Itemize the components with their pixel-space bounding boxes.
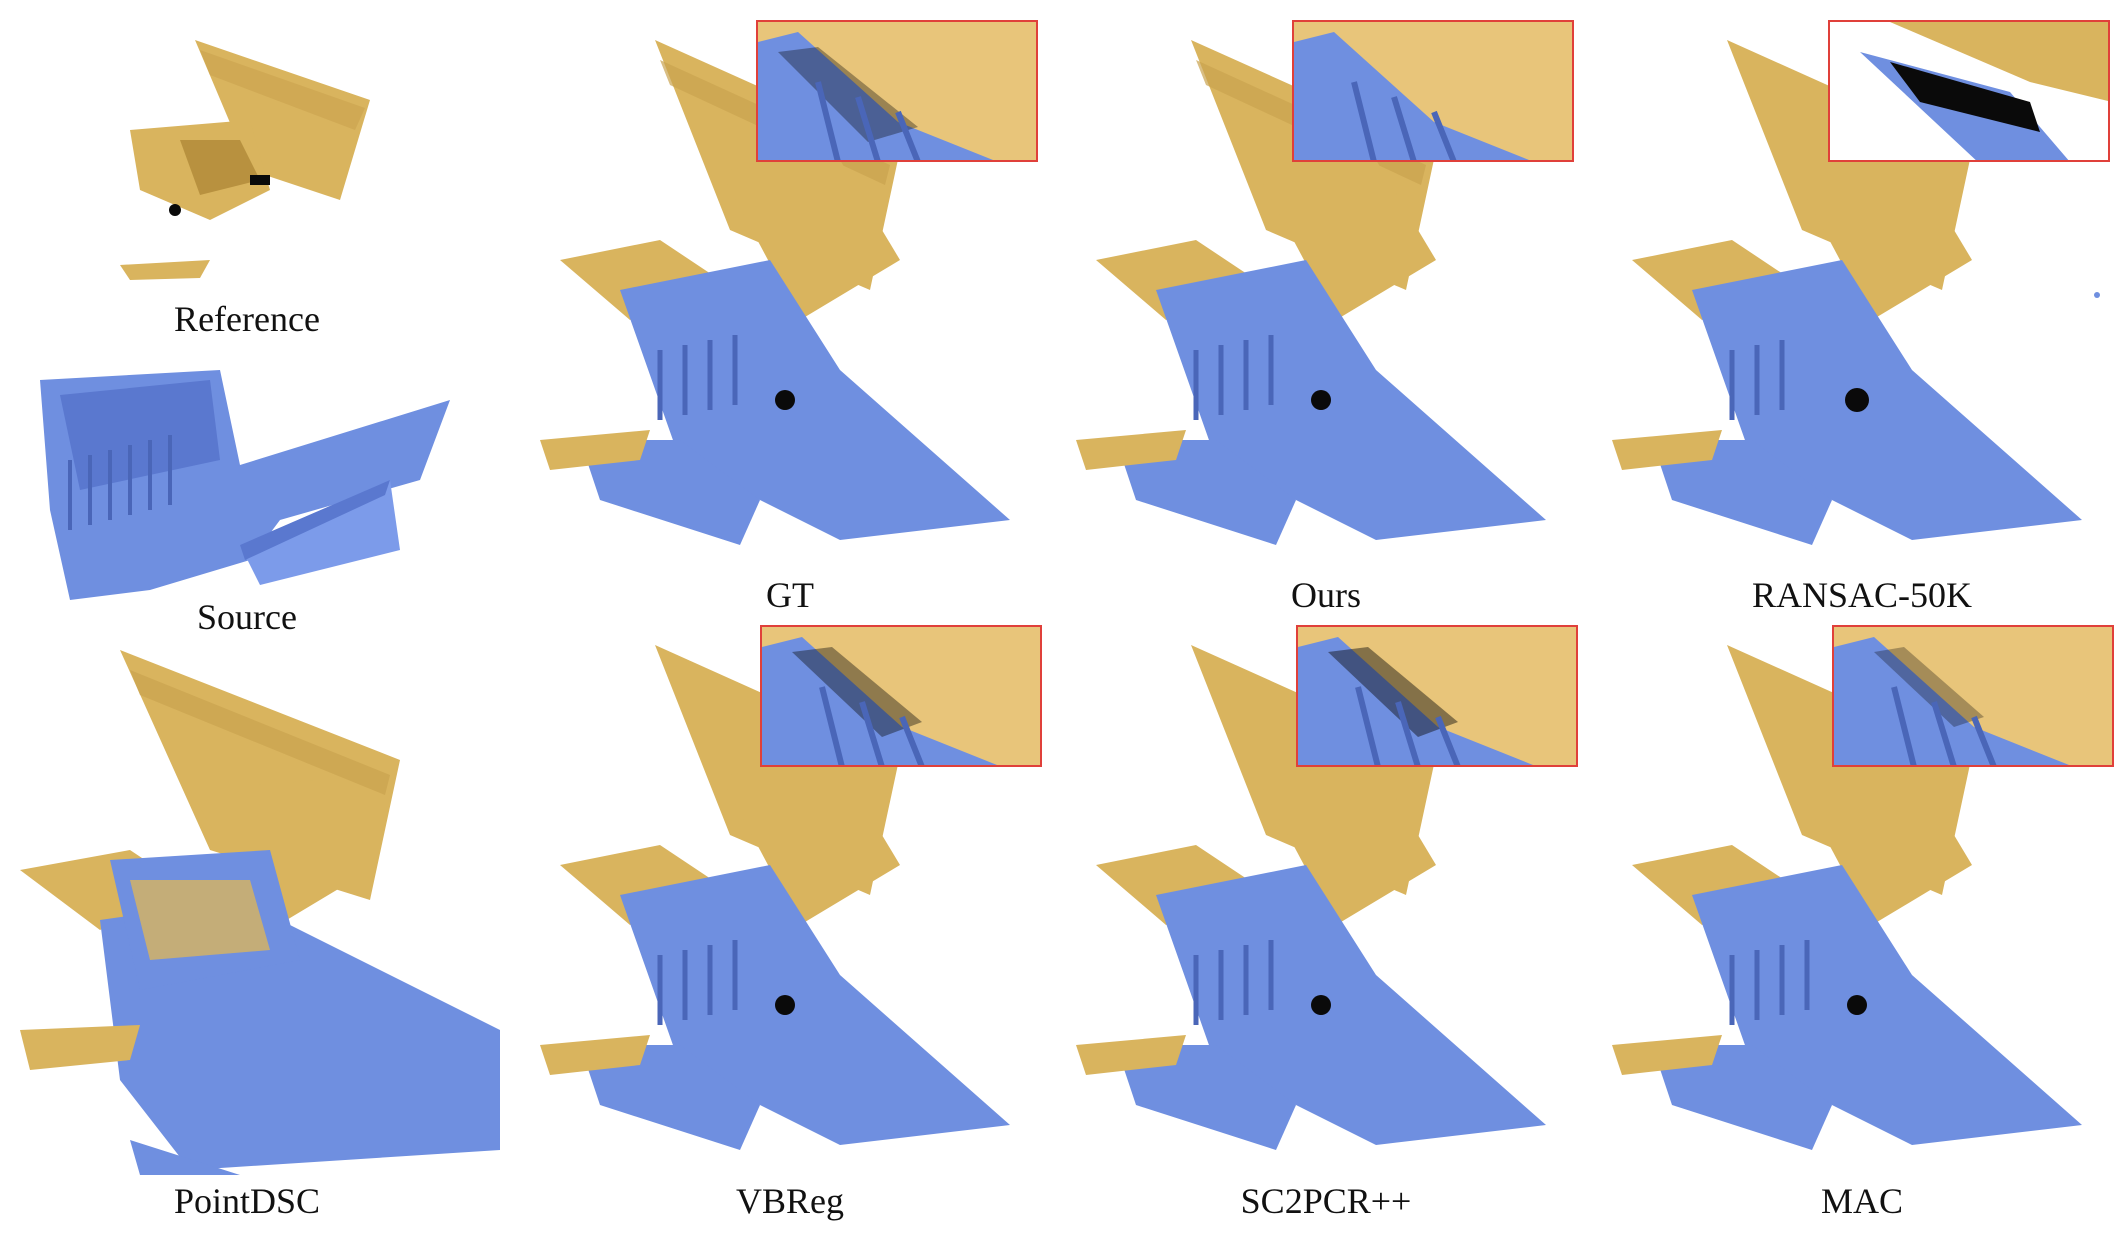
panel-gt bbox=[540, 20, 1040, 580]
source-cloud bbox=[40, 370, 460, 600]
panel-vbreg bbox=[540, 625, 1042, 1185]
mac-cloud-render bbox=[1612, 645, 2082, 1150]
panel-pointdsc-label: PointDSC bbox=[173, 1181, 321, 1221]
panel-ransac bbox=[1612, 20, 2112, 580]
mac-zoom-inset bbox=[1832, 625, 2114, 767]
panel-sc2pcr-label: SC2PCR++ bbox=[1240, 1181, 1412, 1221]
reference-label: Reference bbox=[174, 299, 320, 339]
panel-vbreg-label: VBReg bbox=[736, 1181, 844, 1221]
ransac-zoom-inset bbox=[1828, 20, 2110, 162]
panel-sc2pcr bbox=[1076, 625, 1578, 1185]
vbreg-cloud-render bbox=[540, 645, 1010, 1150]
gt-cloud-render bbox=[540, 40, 1010, 545]
panel-mac-label: MAC bbox=[1820, 1181, 1904, 1221]
ransac-cloud-render bbox=[1612, 40, 2100, 545]
panel-ours bbox=[1076, 20, 1576, 580]
source-cloud-render bbox=[40, 370, 450, 600]
sc2pcr-zoom-inset bbox=[1296, 625, 1578, 767]
ours-cloud-render bbox=[1076, 40, 1546, 545]
pointdsc-cloud-render bbox=[20, 650, 500, 1175]
ours-zoom-inset bbox=[1292, 20, 1574, 162]
source-label: Source bbox=[197, 597, 297, 637]
reference-cloud bbox=[100, 20, 380, 290]
panel-gt-label: GT bbox=[766, 575, 814, 615]
vbreg-zoom-inset bbox=[760, 625, 1042, 767]
sc2pcr-cloud-render bbox=[1076, 645, 1546, 1150]
gt-zoom-inset bbox=[756, 20, 1038, 162]
panel-mac bbox=[1612, 625, 2114, 1185]
panel-ours-label: Ours bbox=[1291, 575, 1361, 615]
reference-cloud-render bbox=[120, 40, 370, 280]
panel-ransac-label: RANSAC-50K bbox=[1751, 575, 1973, 615]
panel-pointdsc bbox=[10, 630, 510, 1190]
